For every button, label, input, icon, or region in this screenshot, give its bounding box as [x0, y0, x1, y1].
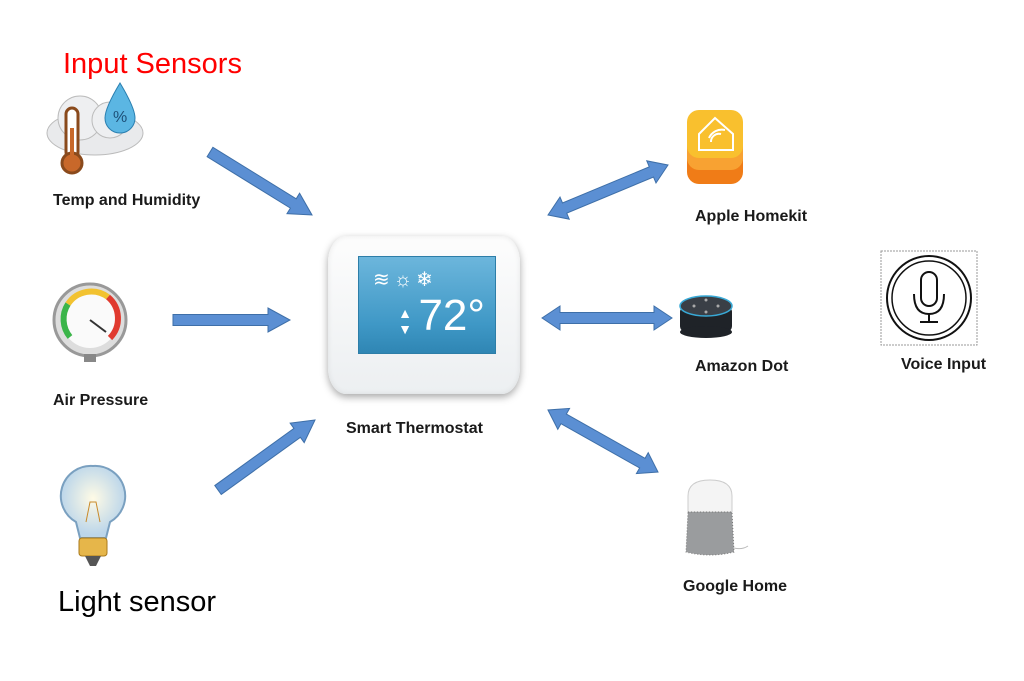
amazon-dot-icon [679, 295, 733, 338]
temperature-display: 72° [418, 291, 485, 340]
homekit-icon [687, 110, 743, 184]
input-label-temp-humidity: Temp and Humidity [53, 192, 201, 209]
svg-text:%: % [113, 109, 127, 126]
arrow-temp-to-thermostat [206, 146, 313, 216]
output-label-amazon-dot: Amazon Dot [695, 358, 789, 375]
arrow-light-to-thermostat [214, 419, 316, 496]
microphone-icon [880, 250, 978, 346]
thermometer-humidity-icon: % [46, 82, 144, 175]
arrow-pressure-to-thermostat [172, 307, 292, 333]
arrow-thermostat-google [547, 407, 659, 475]
center-label: Smart Thermostat [346, 420, 483, 437]
voice-input-label: Voice Input [901, 356, 987, 373]
input-label-light-sensor: Light sensor [58, 586, 216, 618]
google-home-icon [685, 479, 749, 556]
arrow-thermostat-dot [541, 305, 673, 331]
up-down-arrows-icon: ▲▼ [397, 305, 413, 337]
light-bulb-icon [59, 464, 127, 566]
pressure-gauge-icon [52, 282, 128, 362]
thermostat-screen: ≋☼❄ ▲▼ 72° [358, 256, 496, 354]
arrow-thermostat-homekit [547, 160, 669, 220]
diagram-title: Input Sensors [63, 48, 242, 80]
smart-thermostat-device: ≋☼❄ ▲▼ 72° [328, 236, 520, 394]
output-label-apple-homekit: Apple Homekit [695, 208, 808, 225]
mode-icons: ≋☼❄ [373, 269, 437, 291]
input-label-air-pressure: Air Pressure [53, 392, 149, 409]
output-label-google-home: Google Home [683, 578, 788, 595]
